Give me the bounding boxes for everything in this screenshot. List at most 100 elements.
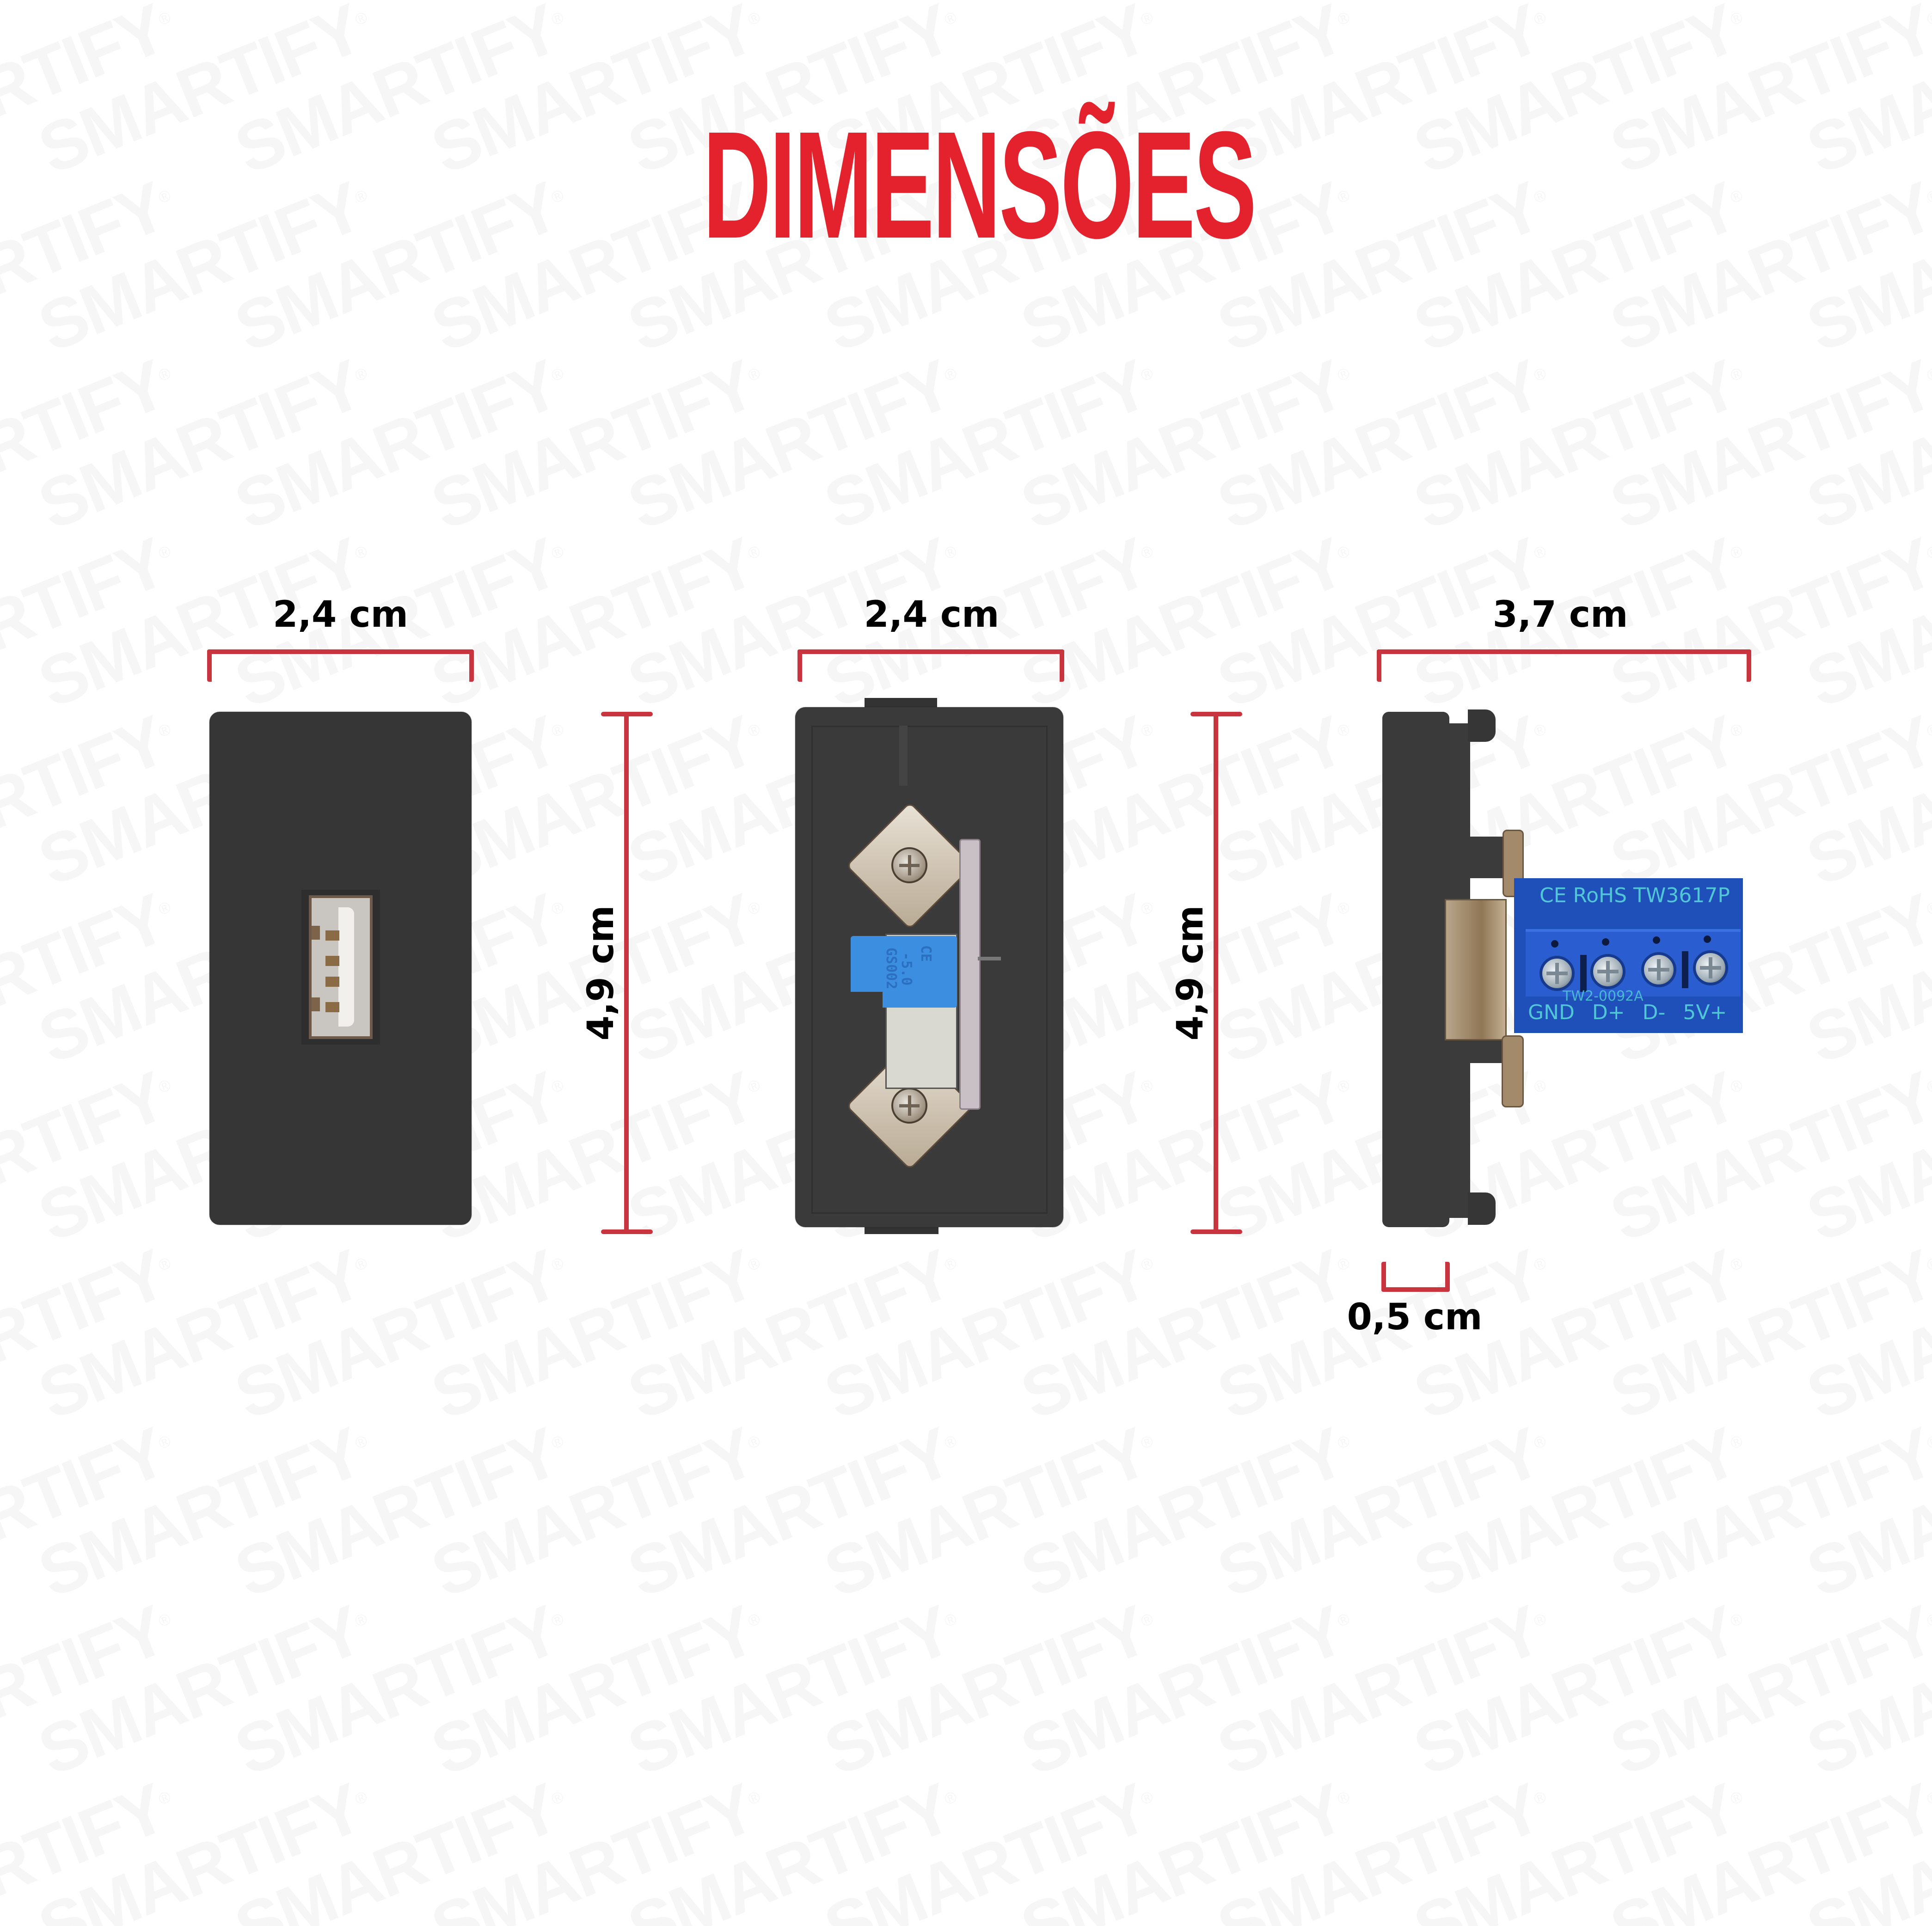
bottom-latch-hook: [1468, 1192, 1496, 1225]
top-latch-hook: [1468, 709, 1496, 742]
terminal-separator: [1682, 951, 1688, 988]
terminal-hole: [1602, 938, 1609, 946]
watermark-text: SMARTIFY®: [28, 345, 372, 544]
watermark-text: SMARTIFY®: [1403, 1412, 1748, 1612]
watermark-text: SMARTIFY®: [617, 1768, 962, 1926]
watermark-text: SMARTIFY®: [0, 345, 176, 544]
bracket-cap: [1190, 712, 1242, 716]
watermark-text: SMARTIFY®: [1796, 1590, 1932, 1790]
screw-icon: [891, 847, 927, 883]
watermark-text: SMARTIFY®: [1403, 345, 1748, 544]
side-depth-bracket: [1381, 1262, 1450, 1292]
terminal-hole: [1551, 940, 1558, 948]
watermark-text: SMARTIFY®: [1010, 1412, 1355, 1612]
watermark-text: SMARTIFY®: [1600, 1057, 1932, 1256]
watermark-text: SMARTIFY®: [617, 1590, 962, 1790]
clip-marking: CE: [918, 945, 934, 962]
watermark-text: SMARTIFY®: [1796, 0, 1932, 189]
usb-pin: [325, 930, 339, 941]
usb-tongue: [338, 907, 354, 1027]
watermark-text: SMARTIFY®: [1796, 701, 1932, 900]
usb-pin: [325, 977, 339, 987]
watermark-text: SMARTIFY®: [814, 345, 1158, 544]
screw-icon: [891, 1088, 927, 1124]
watermark-text: SMARTIFY®: [0, 1590, 176, 1790]
front-faceplate: [209, 712, 472, 1225]
usb-pin: [325, 956, 339, 966]
terminal-label-gnd: GND: [1528, 1001, 1575, 1024]
bracket-cap: [601, 1229, 653, 1234]
front-height-label: 4,9 cm: [580, 905, 622, 1041]
watermark-text: SMARTIFY®: [1403, 167, 1748, 367]
pcb-board: CE RoHS TW3617P TW2-0092A GND D+ D- 5V+: [1514, 878, 1743, 1033]
watermark-text: SMARTIFY®: [814, 1768, 1158, 1926]
clip-marking: GS002: [883, 948, 899, 989]
clip-rating: -5.0: [898, 952, 914, 986]
watermark-text: SMARTIFY®: [0, 167, 176, 367]
watermark-text: SMARTIFY®: [0, 701, 176, 900]
back-width-bracket: [797, 649, 1064, 682]
watermark-text: SMARTIFY®: [0, 879, 176, 1078]
usb-metal-shell: [1445, 899, 1507, 1040]
watermark-text: SMARTIFY®: [814, 1412, 1158, 1612]
front-width-label: 2,4 cm: [273, 594, 408, 636]
watermark-text: SMARTIFY®: [1207, 1768, 1551, 1926]
watermark-text: SMARTIFY®: [28, 167, 372, 367]
pcb-top-marking: CE RoHS TW3617P: [1539, 884, 1730, 907]
watermark-text: SMARTIFY®: [814, 0, 1167, 12]
pcb-model-marking: TW2-0092A: [1563, 988, 1644, 1004]
watermark-text: SMARTIFY®: [1403, 0, 1757, 12]
watermark-text: SMARTIFY®: [814, 1590, 1158, 1790]
terminal-label-dminus: D-: [1642, 1001, 1666, 1024]
side-width-bracket: [1377, 649, 1751, 682]
front-height-bracket: [624, 714, 629, 1232]
watermark-text: SMARTIFY®: [1600, 167, 1932, 367]
watermark-text: SMARTIFY®: [1796, 0, 1932, 12]
watermark-text: SMARTIFY®: [1600, 0, 1932, 189]
watermark-text: SMARTIFY®: [0, 1235, 176, 1434]
metal-rail: [959, 839, 981, 1110]
watermark-text: SMARTIFY®: [1207, 1412, 1551, 1612]
housing-inner-frame: [811, 726, 1048, 1214]
watermark-text: SMARTIFY®: [224, 1412, 569, 1612]
watermark-text: SMARTIFY®: [1207, 0, 1560, 12]
usb-latch: [312, 997, 320, 1011]
watermark-text: SMARTIFY®: [224, 345, 569, 544]
usb-pin: [325, 1002, 339, 1012]
watermark-text: SMARTIFY®: [28, 1590, 372, 1790]
watermark-text: SMARTIFY®: [0, 1768, 176, 1926]
watermark-text: SMARTIFY®: [1207, 345, 1551, 544]
watermark-text: SMARTIFY®: [1796, 1412, 1932, 1612]
watermark-text: SMARTIFY®: [1600, 1412, 1932, 1612]
watermark-text: SMARTIFY®: [0, 1057, 176, 1256]
watermark-text: SMARTIFY®: [1600, 1768, 1932, 1926]
terminal-screw-icon: [1539, 956, 1575, 991]
watermark-text: SMARTIFY®: [421, 0, 774, 12]
watermark-text: SMARTIFY®: [28, 1768, 372, 1926]
watermark-text: SMARTIFY®: [28, 1412, 372, 1612]
watermark-text: SMARTIFY®: [224, 1235, 569, 1434]
terminal-block: [1526, 929, 1741, 997]
watermark-text: SMARTIFY®: [1403, 0, 1748, 189]
side-width-label: 3,7 cm: [1492, 594, 1628, 636]
back-width-label: 2,4 cm: [864, 594, 1000, 636]
watermark-text: SMARTIFY®: [1796, 1057, 1932, 1256]
watermark-text: SMARTIFY®: [1010, 1590, 1355, 1790]
watermark-text: SMARTIFY®: [0, 0, 176, 189]
watermark-text: SMARTIFY®: [1796, 1768, 1932, 1926]
back-height-bracket: [1214, 714, 1218, 1232]
watermark-text: SMARTIFY®: [421, 701, 765, 900]
watermark-text: SMARTIFY®: [1796, 167, 1932, 367]
side-depth-label: 0,5 cm: [1347, 1296, 1483, 1338]
side-arm-top: [1442, 837, 1505, 878]
watermark-text: SMARTIFY®: [1010, 1235, 1355, 1434]
rail-pin: [978, 957, 1001, 960]
watermark-text: SMARTIFY®: [421, 523, 765, 722]
watermark-text: SMARTIFY®: [0, 1412, 176, 1612]
watermark-text: SMARTIFY®: [224, 0, 569, 189]
watermark-text: SMARTIFY®: [1207, 1590, 1551, 1790]
watermark-text: SMARTIFY®: [0, 0, 185, 12]
terminal-screw-icon: [1693, 950, 1728, 985]
watermark-text: SMARTIFY®: [1796, 879, 1932, 1078]
side-faceplate: [1382, 712, 1449, 1227]
